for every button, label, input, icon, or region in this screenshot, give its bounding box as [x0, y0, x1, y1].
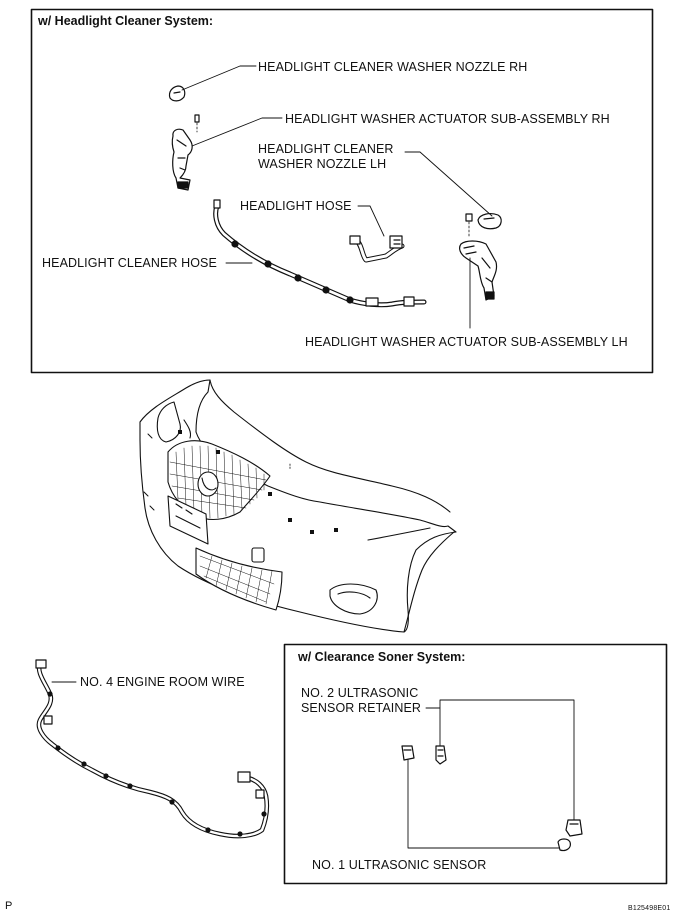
label-engine-room-wire: NO. 4 ENGINE ROOM WIRE: [80, 675, 245, 689]
headlight-hose-part: [349, 235, 405, 263]
label-actuator-lh: HEADLIGHT WASHER ACTUATOR SUB-ASSEMBLY L…: [305, 335, 628, 349]
nozzle-rh-part: [168, 85, 186, 102]
leader-nozzle-lh: [404, 151, 493, 217]
label-ultrasonic-sensor: NO. 1 ULTRASONIC SENSOR: [312, 858, 487, 872]
leader-retainer: [425, 699, 575, 821]
label-nozzle-rh: HEADLIGHT CLEANER WASHER NOZZLE RH: [258, 60, 528, 74]
actuator-lh-part: [459, 213, 498, 301]
cleaner-hose-part: [213, 199, 427, 308]
label-nozzle-lh: HEADLIGHT CLEANER WASHER NOZZLE LH: [258, 142, 394, 171]
actuator-rh-part: [171, 114, 200, 191]
figure-code: B125498E01: [628, 905, 671, 912]
footer-letter: P: [5, 900, 13, 912]
label-sensor-retainer: NO. 2 ULTRASONIC SENSOR RETAINER: [301, 686, 422, 715]
leader-sensor: [407, 759, 563, 849]
label-actuator-rh: HEADLIGHT WASHER ACTUATOR SUB-ASSEMBLY R…: [285, 112, 610, 126]
headlight-box-title: w/ Headlight Cleaner System:: [38, 14, 214, 28]
headlight-cleaner-box: [30, 8, 654, 374]
leader-actuator-rh: [191, 117, 283, 147]
clearance-sonar-box: [283, 643, 668, 885]
ultrasonic-sensor-part: [401, 745, 571, 852]
sensor-retainer-part: [435, 745, 583, 837]
front-bumper-part: [139, 379, 457, 633]
nozzle-lh-part: [477, 213, 502, 230]
engine-room-wire-part: [35, 659, 270, 839]
leader-nozzle-rh: [181, 65, 257, 91]
leader-headlight-hose: [357, 205, 385, 237]
sonar-box-title: w/ Clearance Soner System:: [298, 650, 466, 664]
label-cleaner-hose: HEADLIGHT CLEANER HOSE: [42, 256, 217, 270]
label-headlight-hose: HEADLIGHT HOSE: [240, 199, 352, 213]
